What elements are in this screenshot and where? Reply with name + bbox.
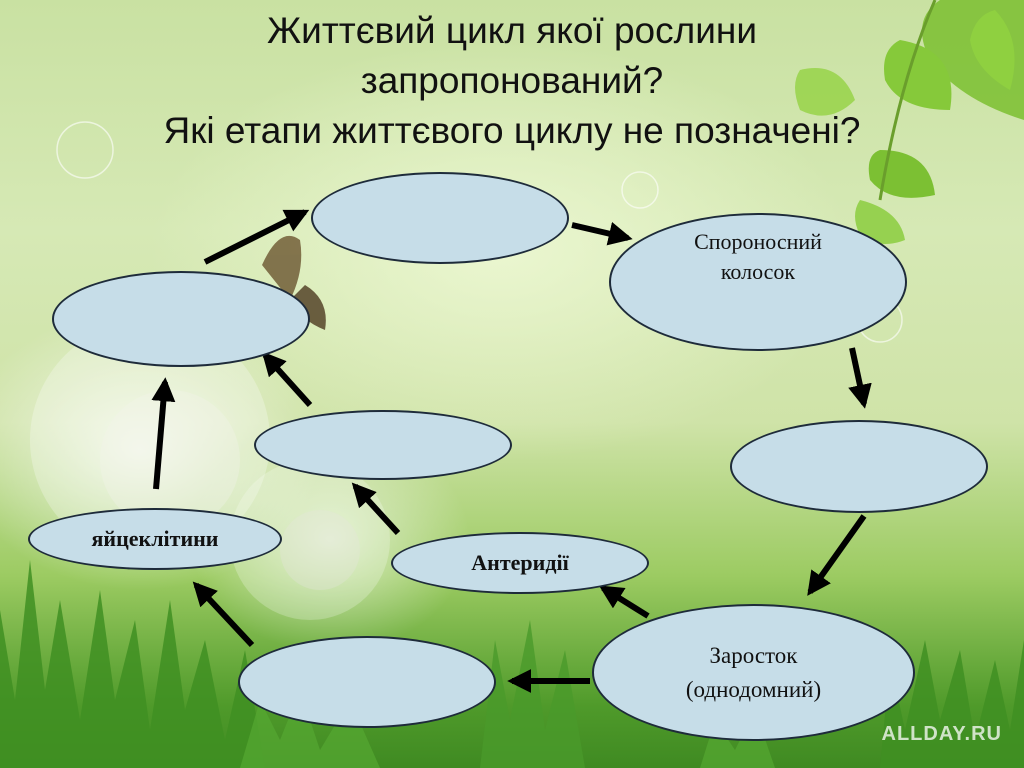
arrow-spore-spike-to-right [848, 347, 872, 409]
arrow-left-to-top [203, 209, 310, 265]
title-line-3: Які етапи життєвого циклу не позначені? [163, 110, 861, 151]
title-line-2: запропонований? [360, 60, 664, 101]
stage-spore-spike[interactable]: Спороносний колосок [609, 213, 907, 351]
butterfly-decoration [262, 235, 326, 330]
stage-blank-left[interactable] [52, 271, 310, 367]
stage-prothallus[interactable]: Заросток (однодомний) [592, 604, 915, 741]
stage-antheridia-label: Антеридії [471, 550, 569, 575]
title-line-1: Життєвий цикл якої рослини [267, 10, 757, 51]
arrow-top-to-spore-spike [571, 221, 633, 246]
arrow-prothallus-to-antheridia [598, 585, 650, 619]
arrow-middle-to-left [261, 351, 313, 408]
stage-antheridia[interactable]: Антеридії [391, 532, 649, 594]
arrow-antheridia-to-middle [351, 482, 401, 536]
dandelion-decoration [30, 320, 390, 620]
stage-spore-spike-label: Спороносний колосок [694, 229, 822, 284]
stage-blank-bottom[interactable] [238, 636, 496, 728]
arrow-bottom-to-egg-cells [192, 581, 255, 648]
stage-blank-middle[interactable] [254, 410, 512, 480]
arrow-right-to-prothallus [807, 514, 867, 596]
stage-prothallus-label: Заросток (однодомний) [685, 642, 822, 702]
stage-blank-right[interactable] [730, 420, 988, 513]
stage-egg-cells-label: яйцеклітини [91, 526, 219, 551]
stage-egg-cells[interactable]: яйцеклітини [28, 508, 282, 570]
arrow-egg-cells-to-left [151, 377, 176, 490]
stage-blank-top[interactable] [311, 172, 569, 264]
leaves-decoration [795, 0, 1024, 244]
slide-title: Життєвий цикл якої рослини запропоновани… [40, 6, 984, 156]
watermark: ALLDAY.RU [881, 723, 1002, 745]
